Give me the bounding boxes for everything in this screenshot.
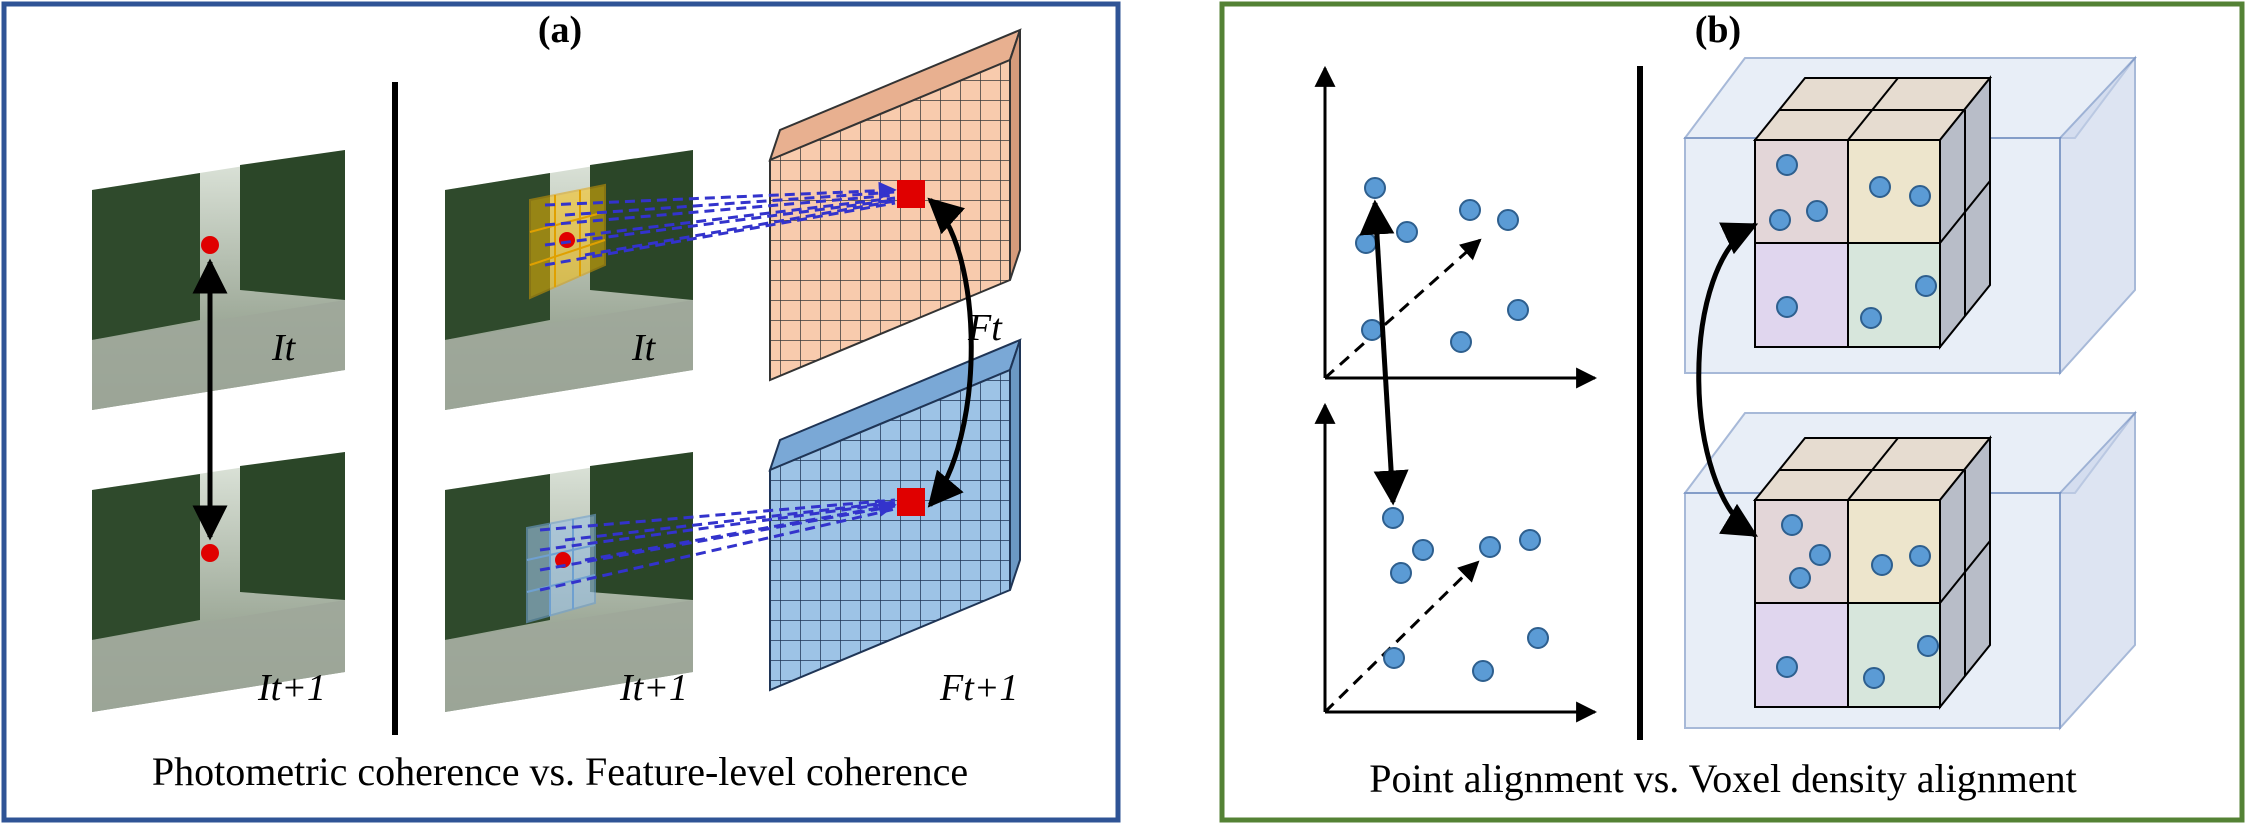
point — [1412, 539, 1434, 561]
voxel-cube-top — [1683, 55, 2137, 376]
voxel-cube-bottom — [1683, 410, 2137, 731]
panel-b-border — [1219, 1, 2245, 823]
dashed-projection-top — [544, 181, 897, 267]
scatter-points-bottom — [1382, 507, 1549, 682]
panel-b: (b) Point alignment vs. Voxel density al… — [1219, 1, 2245, 823]
dashed-projection-bottom — [539, 498, 897, 592]
point — [1383, 647, 1405, 669]
label-feat-it: It — [631, 327, 657, 369]
point — [1355, 232, 1377, 254]
feature-coherence-arrow — [927, 197, 974, 508]
label-ft1: Ft+1 — [939, 667, 1018, 709]
feature-map-bottom — [768, 338, 1022, 692]
label-ft: Ft — [967, 307, 1003, 349]
pixel-point-bottom — [201, 544, 219, 562]
point — [1472, 660, 1494, 682]
panel-b-caption: Point alignment vs. Voxel density alignm… — [1369, 756, 2076, 801]
point — [1507, 299, 1529, 321]
panel-a: (a) Photometric coherence vs. Feature-le… — [1, 1, 1121, 823]
label-feat-it1: It+1 — [619, 667, 688, 709]
point — [1519, 529, 1541, 551]
feature-pixel-top — [559, 232, 575, 248]
panel-b-tag: (b) — [1695, 9, 1741, 51]
point — [1527, 627, 1549, 649]
label-photo-it1: It+1 — [257, 667, 326, 709]
point — [1364, 177, 1386, 199]
point — [1479, 536, 1501, 558]
pixel-point-top — [201, 236, 219, 254]
point-alignment-arrow — [1359, 199, 1409, 506]
feature-cell-top — [897, 180, 925, 208]
scatter-axes-bottom — [1314, 402, 1598, 723]
feature-pixel-bottom — [555, 552, 571, 568]
point — [1459, 199, 1481, 221]
point — [1390, 562, 1412, 584]
label-photo-it: It — [271, 327, 297, 369]
patch-bottom — [526, 513, 596, 624]
point — [1382, 507, 1404, 529]
photo-it1-left — [92, 452, 345, 712]
panel-a-caption: Photometric coherence vs. Feature-level … — [152, 749, 968, 794]
photo-it-left — [92, 150, 345, 410]
point — [1450, 331, 1472, 353]
point — [1361, 319, 1383, 341]
voxel-alignment-arrow — [1696, 222, 1759, 538]
panel-a-tag: (a) — [538, 9, 582, 51]
panel-a-border — [1, 1, 1121, 823]
feature-cell-bottom — [897, 488, 925, 516]
point — [1396, 221, 1418, 243]
point — [1497, 209, 1519, 231]
